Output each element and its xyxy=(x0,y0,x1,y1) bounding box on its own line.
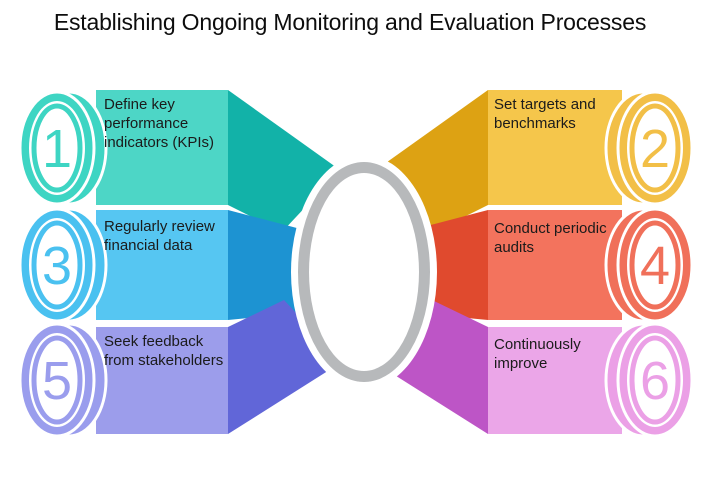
step-6-label: Continuously improve xyxy=(494,336,581,372)
step-3-panel xyxy=(96,210,228,320)
step-3-shape xyxy=(96,210,312,320)
page-title: Establishing Ongoing Monitoring and Eval… xyxy=(53,9,647,35)
step-3-badge-white xyxy=(29,218,85,312)
step-3-number: 3 xyxy=(42,236,72,296)
step-3-badge: 3 xyxy=(18,207,108,323)
step-2-panel xyxy=(488,90,622,205)
step-3-badge-inner-ring xyxy=(31,220,83,310)
step-4-number: 4 xyxy=(640,236,670,296)
step-4-badge: 4 xyxy=(604,207,694,323)
step-2-badge: 2 xyxy=(604,90,694,206)
step-2-badge-inner-ring xyxy=(629,103,681,193)
center-ellipse xyxy=(291,155,437,389)
step-4-label: Conduct periodic audits xyxy=(494,220,607,256)
step-2-shape xyxy=(376,90,622,232)
step-5-number: 5 xyxy=(42,351,72,411)
step-1-number: 1 xyxy=(42,119,72,179)
step-5-label: Seek feedback from stakeholders xyxy=(104,333,224,369)
step-4-panel xyxy=(488,210,622,320)
step-6-panel xyxy=(488,327,622,434)
step-6-badge-white xyxy=(627,333,683,427)
step-5-badge: 5 xyxy=(18,322,108,438)
step-6-badge-inner-ring xyxy=(629,335,681,425)
step-3-chevron xyxy=(228,210,312,320)
step-1-badge-inner-ring xyxy=(31,103,83,193)
step-2-number: 2 xyxy=(640,119,670,179)
step-2-label: Set targets and benchmarks xyxy=(494,96,596,132)
step-5-badge-inner-ring xyxy=(31,335,83,425)
step-1-panel xyxy=(96,90,228,205)
step-1-badge-white xyxy=(29,101,85,195)
step-5-panel xyxy=(96,327,228,434)
step-6-shape xyxy=(374,300,622,434)
step-1-badge: 1 xyxy=(18,90,108,206)
step-1-label: Define key performance indicators (KPIs) xyxy=(104,96,215,151)
step-5-badge-white xyxy=(29,333,85,427)
center-fill xyxy=(309,173,419,371)
step-2-badge-white xyxy=(627,101,683,195)
step-6-badge: 6 xyxy=(604,322,694,438)
step-4-badge-white xyxy=(627,218,683,312)
step-4-badge-inner-ring xyxy=(629,220,681,310)
step-3-label: Regularly review financial data xyxy=(104,218,215,254)
step-6-number: 6 xyxy=(640,351,670,411)
